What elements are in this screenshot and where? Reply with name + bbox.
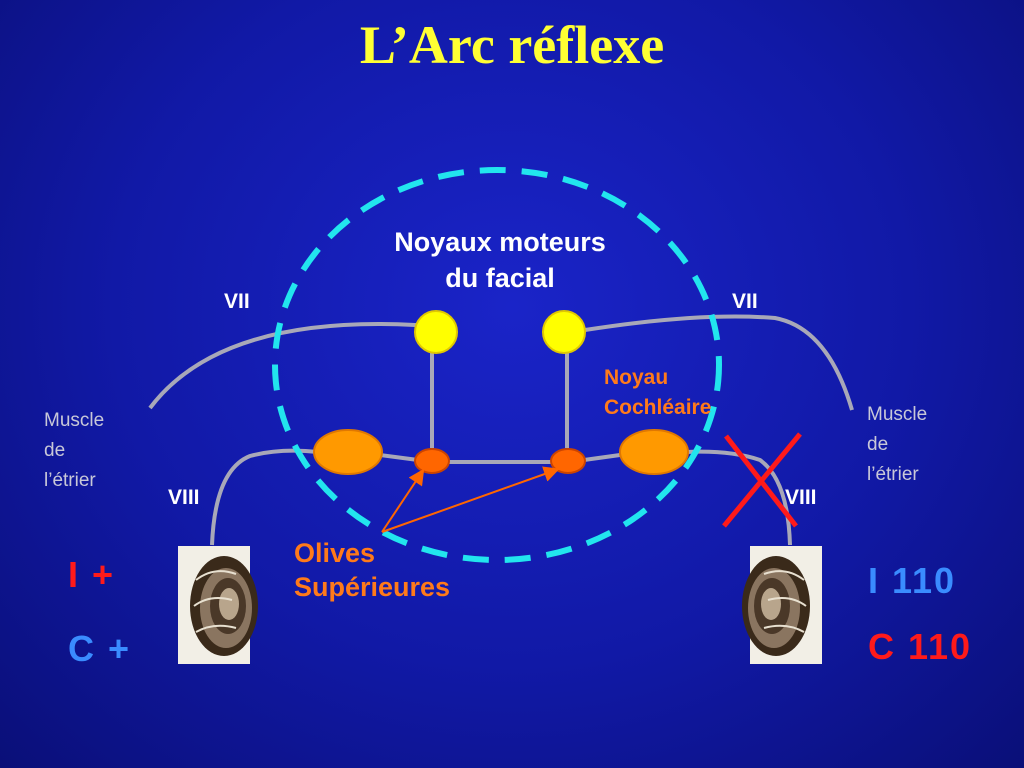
auditory-nerve-left	[210, 448, 319, 546]
cross-mark-icon	[722, 432, 802, 528]
motor-nucleus-right	[542, 310, 586, 354]
right-ear-contralateral-value: C 110	[868, 626, 973, 667]
stapedius-muscle-right-line3: l’étrier	[867, 464, 919, 485]
olive-pointer-arrow-right	[381, 466, 560, 533]
stapedius-muscle-right-line1: Muscle	[867, 404, 928, 425]
olive-to-cochlear-right	[583, 453, 621, 462]
superior-olive-left	[414, 448, 450, 474]
brainstem-dashed-circle	[272, 167, 722, 563]
stapedius-muscle-right-label: Muscle de l’étrier	[867, 400, 927, 490]
superior-olives-label-line2: Supérieures	[294, 572, 451, 602]
motor-nuclei-label-line2: du facial	[445, 263, 555, 293]
superior-olive-right	[550, 448, 586, 474]
facial-nerve-left	[148, 322, 426, 410]
facial-nerve-right	[584, 314, 854, 411]
cochlear-nucleus-left	[313, 429, 383, 475]
left-ear-ipsilateral-value: I +	[68, 554, 116, 595]
cochlear-nucleus-right	[619, 429, 689, 475]
cochlear-nucleus-label-line1: Noyau	[604, 366, 669, 389]
left-ear-contralateral-value: C +	[68, 628, 132, 669]
motor-nucleus-left	[414, 310, 458, 354]
stapedius-muscle-left-line3: l’étrier	[44, 470, 96, 491]
motor-nuclei-label: Noyaux moteurs du facial	[365, 224, 635, 296]
nerve-vii-right-label: VII	[732, 290, 758, 313]
cochlear-nucleus-label: Noyau Cochléaire	[604, 363, 711, 423]
slide-title: L’Arc réflexe	[359, 15, 665, 75]
cochlear-to-olive-left	[379, 453, 419, 462]
stapedius-muscle-right-line2: de	[867, 434, 889, 455]
stapedius-muscle-left-label: Muscle de l’étrier	[44, 406, 104, 496]
superior-olives-label: Olives Supérieures	[294, 536, 450, 604]
cochlea-icon	[178, 546, 258, 664]
cochlear-nucleus-label-line2: Cochléaire	[604, 396, 712, 419]
superior-olives-label-line1: Olives	[294, 538, 376, 568]
olive-pointer-arrow-left	[381, 468, 425, 533]
stapedius-muscle-left-line2: de	[44, 440, 66, 461]
cochlea-icon	[742, 546, 822, 664]
nerve-vii-left-label: VII	[224, 290, 250, 313]
nerve-viii-right-label: VIII	[785, 486, 817, 509]
motor-nuclei-label-line1: Noyaux moteurs	[394, 227, 606, 257]
nerve-viii-left-label: VIII	[168, 486, 200, 509]
stapedius-muscle-left-line1: Muscle	[44, 410, 105, 431]
right-ear-ipsilateral-value: I 110	[868, 560, 957, 601]
